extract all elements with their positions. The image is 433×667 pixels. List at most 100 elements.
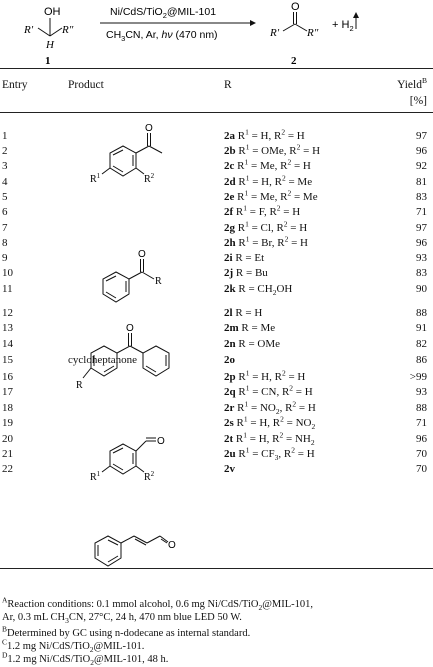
yield-cell: 93 [416, 386, 427, 398]
substituent-text: R1 = H, R2 = NO2 [233, 414, 316, 432]
footnote-a: AReaction conditions: 0.1 mmol alcohol, … [2, 596, 313, 611]
entry-cell: 9 [2, 252, 8, 264]
footnote-b-mark: B [2, 624, 8, 634]
compound-id: 2g [224, 222, 235, 234]
header-yield-note: B [421, 76, 427, 86]
gas-arrowhead-icon [353, 12, 359, 18]
alkyl-ketone-r: R [155, 276, 162, 287]
yield-cell: 91 [416, 322, 427, 334]
r-cell: 2j R = Bu [224, 266, 268, 280]
compound-id: 2h [224, 237, 236, 249]
r-cell: 2v [224, 462, 235, 476]
product-structure [282, 12, 308, 32]
entry-cell: 20 [2, 433, 13, 445]
substituent-text: R1 = H, R2 = Me [235, 173, 313, 188]
entry-cell: 7 [2, 222, 8, 234]
footnote-d-mark: D [2, 650, 8, 660]
acetophenone-r2: R2 [144, 172, 155, 185]
substituent-text: R1 = H, R2 = NH2 [233, 430, 315, 448]
product-r2: R″ [306, 27, 319, 39]
yield-cell: 83 [416, 267, 427, 279]
substituent-text: R1 = Me, R2 = H [234, 157, 311, 172]
substituent-text: R = Et [232, 252, 265, 264]
r-cell: 2k R = CH2OH [224, 282, 292, 296]
entry-cell: 4 [2, 176, 8, 188]
benzophenone-r: R [76, 380, 83, 391]
entry-cell: 5 [2, 191, 8, 203]
yield-cell: 71 [416, 417, 427, 429]
footnote-d-text: 1.2 mg Ni/CdS/TiO2@MIL-101, 48 h. [7, 654, 169, 667]
compound-id: 2l [224, 307, 233, 319]
compound-id: 2r [224, 402, 235, 414]
entry-cell: 13 [2, 322, 13, 334]
r-cell: 2u R1 = CF3, R2 = H [224, 445, 315, 463]
product-label: 2 [291, 55, 297, 67]
entry-cell: 18 [2, 402, 13, 414]
header-yield-label: Yield [397, 79, 422, 91]
r-cell: 2l R = H [224, 306, 262, 320]
reactant-oh: OH [44, 6, 61, 18]
compound-id: 2n [224, 338, 236, 350]
compound-id: 2c [224, 160, 235, 172]
r-cell: 2r R1 = NO2, R2 = H [224, 400, 316, 415]
conditions-bottom: CH3CN, Ar, hν (470 nm) [106, 29, 218, 43]
yield-cell: 97 [416, 222, 427, 234]
entry-cell: 1 [2, 130, 8, 142]
substituent-text: R = H [232, 307, 263, 319]
substituent-text: R1 = CN, R2 = H [235, 383, 313, 398]
yield-cell: 82 [416, 338, 427, 350]
benzaldehyde-r1: R1 [90, 470, 101, 483]
yield-cell: 96 [416, 145, 427, 157]
substituent-text: R = Me [238, 322, 276, 334]
conditions-top: Ni/CdS/TiO2@MIL-101 [110, 6, 216, 20]
compound-id: 2v [224, 463, 235, 475]
r-cell: 2p R1 = H, R2 = H [224, 368, 306, 384]
footnote-b-text: Determined by GC using n-dodecane as int… [7, 628, 251, 639]
acetophenone-o: O [145, 123, 153, 134]
table-row: 5 2e R1 = Me, R2 = Me 83 [0, 189, 433, 204]
footnote-a-cont: Ar, 0.3 mL CH3CN, 27°C, 24 h, 470 nm blu… [2, 612, 242, 626]
header-entry: Entry [2, 79, 28, 91]
reactant-structure [37, 18, 63, 37]
r-cell: 2t R1 = H, R2 = NH2 [224, 430, 315, 448]
substituent-text: R1 = H, R2 = H [235, 368, 306, 383]
yield-cell: 83 [416, 191, 427, 203]
compound-id: 2b [224, 145, 236, 157]
r-cell: 2h R1 = Br, R2 = H [224, 235, 308, 250]
compound-id: 2s [224, 417, 234, 429]
acetophenone-r1: R1 [90, 172, 101, 185]
yield-cell: 88 [416, 402, 427, 414]
r-cell: 2e R1 = Me, R2 = Me [224, 189, 318, 204]
r-cell: 2o [224, 353, 235, 367]
compound-id: 2q [224, 386, 236, 398]
compound-id: 2a [224, 130, 235, 142]
compound-id: 2f [224, 206, 234, 218]
substituent-text: R1 = CF3, R2 = H [235, 445, 315, 463]
compound-id: 2j [224, 267, 234, 279]
compound-id: 2p [224, 371, 236, 383]
acetophenone-structure: O R1 R2 [90, 123, 163, 185]
yield-cell: 97 [416, 130, 427, 142]
yield-cell: 71 [416, 206, 427, 218]
entry-cell: 19 [2, 417, 13, 429]
r-cell: 2d R1 = H, R2 = Me [224, 173, 313, 189]
entry-cell: 10 [2, 267, 13, 279]
yield-cell: 70 [416, 463, 427, 475]
benzophenone-structure: O R [76, 323, 170, 391]
substituent-text: R1 = OMe, R2 = H [235, 142, 321, 157]
r-cell: 2g R1 = Cl, R2 = H [224, 220, 307, 235]
compound-id: 2i [224, 252, 233, 264]
r-cell: 2s R1 = H, R2 = NO2 [224, 414, 316, 432]
table-row: 10 2j R = Bu 83 [0, 266, 433, 280]
header-yield-unit: [%] [409, 95, 427, 107]
yield-cell: 90 [416, 283, 427, 295]
